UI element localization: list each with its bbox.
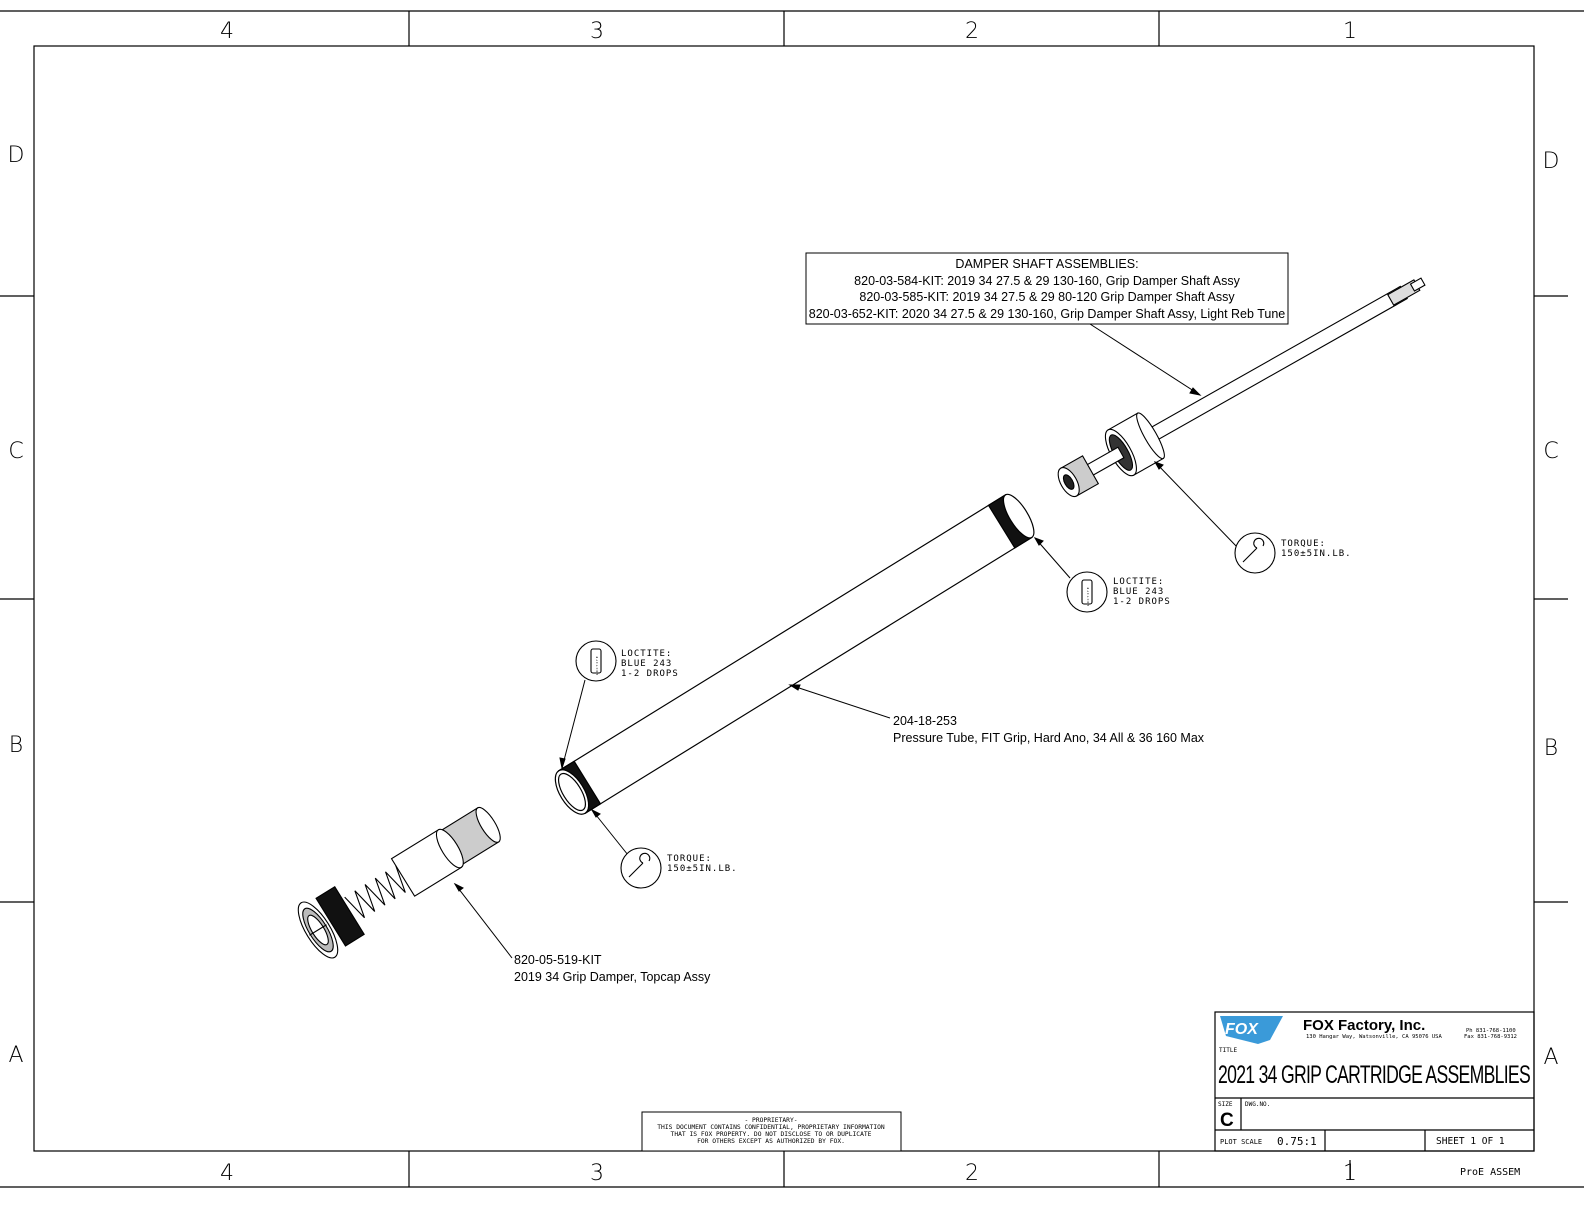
loctite-tube-icon [575,640,617,682]
title-block [1214,1011,1535,1180]
loctite-note: BLUE 243 [1113,587,1164,597]
pressure-tube-part-number: 204-18-253 [893,714,957,728]
zone-labels: 4 3 2 1 4 3 2 1 D C B A D C B A [8,19,1560,1186]
zone-col-3-bottom: 3 [590,1161,604,1186]
proprietary-box [641,1111,902,1152]
zone-col-2: 2 [965,19,979,44]
callout-symbols [575,532,1276,889]
size-value: C [1220,1110,1234,1131]
loctite-note: 1-2 DROPS [1113,597,1171,607]
topcap-description: 2019 34 Grip Damper, Topcap Assy [514,970,711,984]
damper-shaft-callout-box [805,252,1289,325]
logo-text: FOX [1225,1021,1259,1038]
zone-row-c: C [8,439,23,464]
zone-row-d-right: D [1543,149,1560,174]
dwg-no-label: DWG.NO. [1245,1101,1270,1108]
fox-logo: FOX [1220,1016,1283,1044]
zone-row-a: A [8,1043,23,1068]
pressure-tube-part [554,493,1035,815]
title-label: TITLE [1219,1047,1237,1054]
sheet-border [0,10,1584,1188]
proprietary-line: THAT IS FOX PROPERTY. DO NOT DISCLOSE TO… [671,1131,872,1138]
topcap-assembly-part [297,806,501,959]
torque-note: TORQUE: [1281,539,1326,549]
loctite-note: LOCTITE: [621,649,672,659]
cad-source: ProE ASSEM [1460,1167,1520,1178]
damper-shaft-part [1057,277,1426,498]
loctite-tube-icon [1066,571,1108,613]
company-phone: Ph 831-768-1100 [1466,1028,1516,1034]
loctite-tube-label: LOCTITE [595,655,599,675]
zone-col-3: 3 [590,19,604,44]
company-address: 130 Hangar Way, Watsonville, CA 95076 US… [1306,1034,1442,1040]
sheet-number: SHEET 1 OF 1 [1436,1136,1505,1147]
topcap-part-number: 820-05-519-KIT [514,953,602,967]
company-contact: 130 Hangar Way, Watsonville, CA 95076 US… [1306,1028,1517,1040]
zone-col-2-bottom: 2 [965,1161,979,1186]
zone-row-a-right: A [1543,1045,1558,1070]
company-fax: Fax 831-768-9312 [1464,1034,1517,1040]
proprietary-line: - PROPRIETARY- [744,1117,797,1124]
zone-row-b: B [9,733,23,758]
zone-row-d: D [8,143,25,168]
torque-note: TORQUE: [667,854,712,864]
zone-col-4-bottom: 4 [220,1161,234,1186]
callout-line: 820-03-585-KIT: 2019 34 27.5 & 29 80-120… [859,290,1235,304]
proprietary-notice: - PROPRIETARY- THIS DOCUMENT CONTAINS CO… [657,1117,885,1145]
callout-line: 820-03-652-KIT: 2020 34 27.5 & 29 130-16… [809,307,1286,321]
part-callouts: 204-18-253 Pressure Tube, FIT Grip, Hard… [514,714,1205,984]
pressure-tube-description: Pressure Tube, FIT Grip, Hard Ano, 34 Al… [893,731,1205,745]
plot-scale-value: 0.75:1 [1277,1135,1317,1148]
company-name: FOX Factory, Inc. [1303,1017,1425,1034]
zone-row-b-right: B [1544,736,1558,761]
proprietary-line: THIS DOCUMENT CONTAINS CONFIDENTIAL, PRO… [657,1124,885,1131]
zone-col-4: 4 [220,19,234,44]
wrench-icon [620,847,662,889]
drawing-title: 2021 34 GRIP CARTRIDGE ASSEMBLIES [1218,1061,1530,1089]
torque-note: 150±5IN.LB. [667,864,738,874]
loctite-tube-label: LOCTITE [1086,586,1090,606]
loctite-note: LOCTITE: [1113,577,1164,587]
size-label: SIZE [1218,1101,1233,1108]
leader-lines [453,323,1239,959]
note-callouts: TORQUE: 150±5IN.LB. TORQUE: 150±5IN.LB. … [595,539,1352,874]
callout-heading: DAMPER SHAFT ASSEMBLIES: [955,257,1138,271]
loctite-note: BLUE 243 [621,659,672,669]
plot-scale-label: PLOT SCALE [1220,1138,1262,1146]
zone-row-c-right: C [1543,439,1558,464]
callout-line: 820-03-584-KIT: 2019 34 27.5 & 29 130-16… [854,274,1240,288]
proprietary-line: FOR OTHERS EXCEPT AS AUTHORIZED BY FOX. [697,1138,845,1145]
zone-col-1: 1 [1343,19,1357,44]
loctite-note: 1-2 DROPS [621,669,679,679]
damper-shaft-callout: DAMPER SHAFT ASSEMBLIES: 820-03-584-KIT:… [809,257,1286,321]
torque-note: 150±5IN.LB. [1281,549,1352,559]
wrench-icon [1234,532,1276,574]
